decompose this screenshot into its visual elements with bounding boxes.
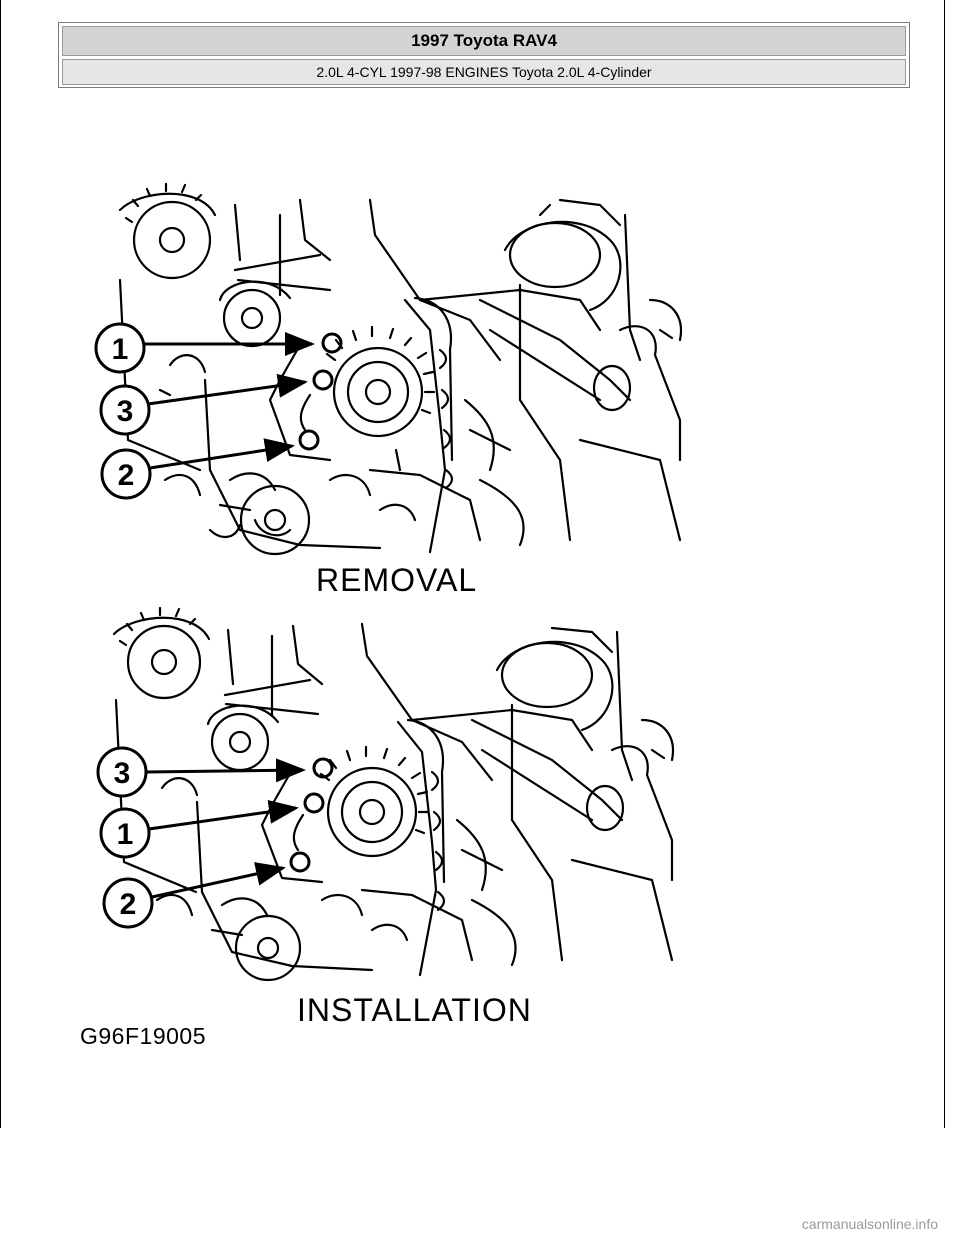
removal-callout-1 (94, 322, 315, 374)
removal-callout-1-label: 1 (112, 333, 129, 366)
removal-callout-3-label: 3 (117, 395, 134, 428)
watermark: carmanualsonline.info (801, 1216, 938, 1232)
removal-caption: REMOVAL (316, 562, 478, 598)
removal-callout-3 (99, 373, 308, 436)
installation-callout-1 (99, 799, 299, 859)
installation-callout-2 (102, 862, 286, 929)
installation-callout-2-label: 2 (120, 888, 137, 921)
figure-code: G96F19005 (80, 1023, 206, 1049)
document-header: 1997 Toyota RAV4 2.0L 4-CYL 1997-98 ENGI… (58, 22, 910, 88)
document-subtitle: 2.0L 4-CYL 1997-98 ENGINES Toyota 2.0L 4… (62, 59, 906, 85)
installation-callout-1-label: 1 (117, 818, 134, 851)
document-title: 1997 Toyota RAV4 (62, 26, 906, 56)
installation-callout-3 (96, 746, 306, 798)
removal-callouts: 1 3 2 (94, 322, 315, 500)
installation-callouts: 3 1 2 (96, 746, 306, 929)
removal-callout-2 (100, 438, 295, 500)
installation-diagram (112, 606, 675, 982)
removal-diagram (118, 182, 683, 556)
page-frame (944, 0, 945, 1128)
page-frame-left (0, 0, 1, 1128)
installation-caption: INSTALLATION (297, 992, 532, 1028)
removal-callout-2-label: 2 (118, 459, 135, 492)
installation-callout-3-label: 3 (114, 757, 131, 790)
